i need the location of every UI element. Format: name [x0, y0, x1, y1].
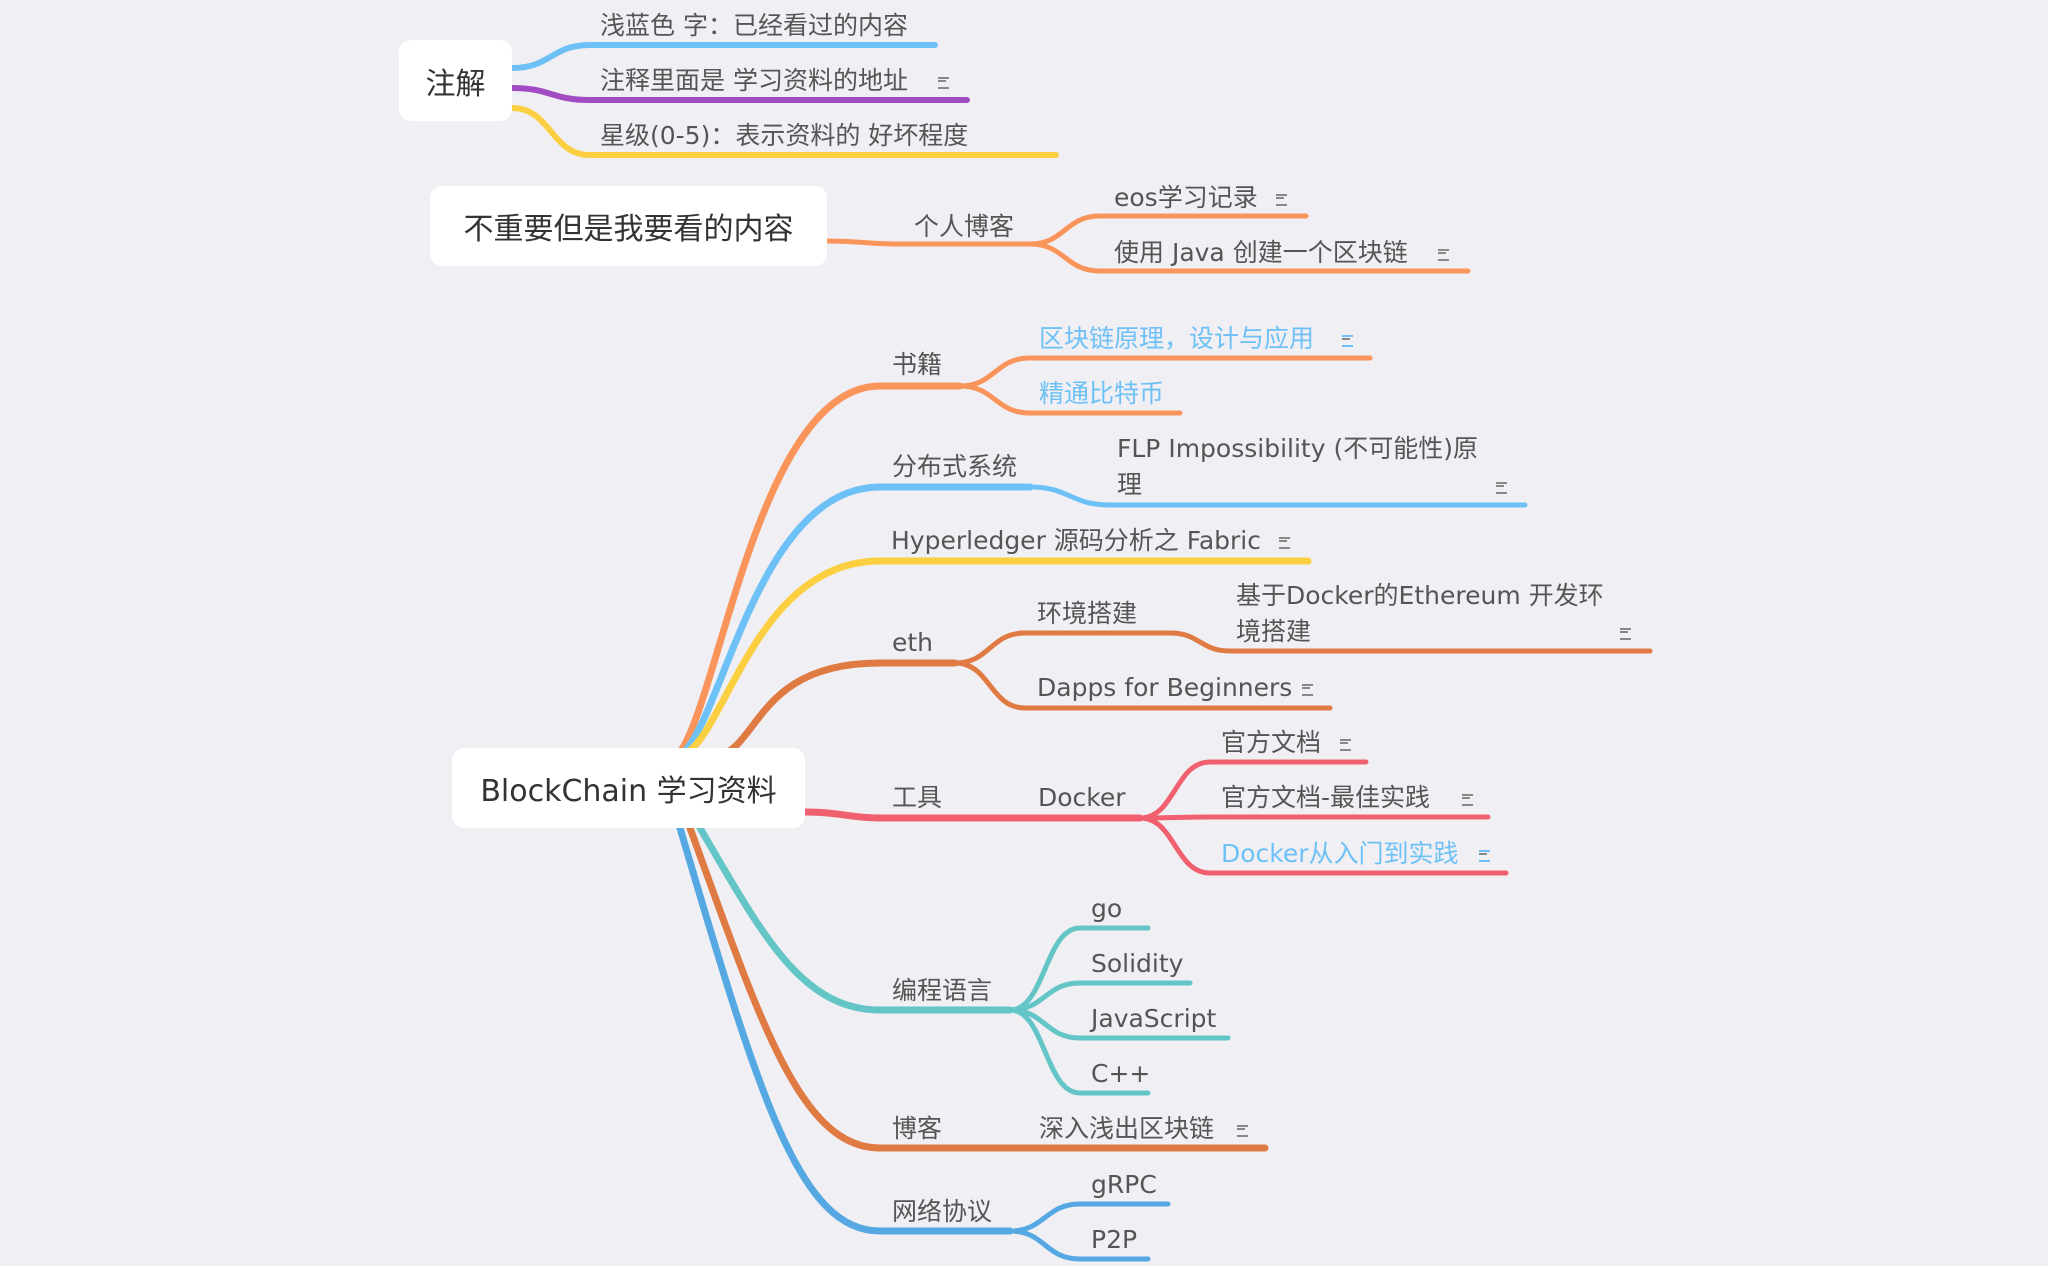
item-flp-impossibility[interactable]: FLP Impossibility (不可能性)原理	[1117, 434, 1478, 499]
link-net-grpc	[1007, 1201, 1171, 1234]
note-icon[interactable]	[1342, 335, 1353, 347]
legend-item-stars[interactable]: 星级(0-5)：表示资料的 好坏程度	[600, 121, 969, 150]
legend-link-stars	[509, 105, 1059, 158]
item-docker[interactable]: Docker	[1038, 783, 1126, 812]
branch-distributed-systems[interactable]: 分布式系统	[892, 452, 1018, 481]
branch-network-protocols[interactable]: 网络协议	[892, 1197, 993, 1226]
note-icon[interactable]	[1340, 739, 1351, 751]
item-eos-notes[interactable]: eos学习记录	[1114, 183, 1258, 212]
link-blog	[686, 824, 1269, 1152]
link-tools	[801, 808, 1144, 822]
link-eth-dapps	[952, 660, 1333, 711]
item-dapps-beginners[interactable]: Dapps for Beginners	[1037, 673, 1293, 702]
link-net-p2p	[1007, 1228, 1151, 1262]
item-go[interactable]: go	[1091, 894, 1123, 923]
branch-personal-blog[interactable]: 个人博客	[914, 212, 1015, 241]
item-env-setup[interactable]: 环境搭建	[1037, 599, 1138, 628]
link-books	[676, 382, 964, 756]
legend-link-notes	[509, 85, 970, 103]
item-blockchain-principles[interactable]: 区块链原理，设计与应用	[1039, 324, 1315, 353]
item-solidity[interactable]: Solidity	[1091, 949, 1184, 978]
legend-link-read	[509, 42, 938, 71]
legend-root[interactable]: 注解	[399, 40, 512, 121]
note-icon[interactable]	[938, 77, 949, 89]
note-icon[interactable]	[1479, 850, 1490, 862]
link-distributed-flp	[1027, 484, 1528, 508]
note-icon[interactable]	[1279, 537, 1290, 549]
branch-languages[interactable]: 编程语言	[892, 976, 993, 1005]
note-icon[interactable]	[1438, 249, 1449, 261]
extra-link-blog	[824, 238, 1033, 247]
item-cpp[interactable]: C++	[1091, 1059, 1151, 1088]
link-tools-intro	[1137, 815, 1509, 876]
branch-books[interactable]: 书籍	[892, 350, 943, 379]
link-network	[676, 824, 1014, 1235]
link-books-principles	[957, 355, 1373, 389]
item-mastering-bitcoin[interactable]: 精通比特币	[1039, 379, 1165, 408]
extra-root[interactable]: 不重要但是我要看的内容	[430, 186, 827, 266]
link-eth-env-docker	[1167, 630, 1653, 654]
link-distributed	[680, 483, 1034, 756]
branch-blog[interactable]: 博客	[892, 1114, 943, 1143]
note-icon[interactable]	[1462, 794, 1473, 806]
item-javascript[interactable]: JavaScript	[1091, 1004, 1217, 1033]
link-books-bitcoin	[957, 383, 1183, 416]
note-icon[interactable]	[1276, 194, 1287, 206]
note-icon[interactable]	[1496, 482, 1507, 494]
link-tools-docs	[1137, 759, 1369, 821]
branch-eth[interactable]: eth	[892, 628, 934, 657]
item-blockchain-explained[interactable]: 深入浅出区块链	[1039, 1114, 1215, 1143]
item-java-blockchain[interactable]: 使用 Java 创建一个区块链	[1114, 238, 1408, 267]
main-root[interactable]: BlockChain 学习资料	[452, 748, 805, 828]
legend-item-notes[interactable]: 注释里面是 学习资料的地址	[600, 66, 908, 95]
branch-hyperledger[interactable]: Hyperledger 源码分析之 Fabric	[891, 526, 1261, 555]
item-p2p[interactable]: P2P	[1091, 1225, 1138, 1254]
legend-item-read-color[interactable]: 浅蓝色 字：已经看过的内容	[600, 11, 908, 40]
note-icon[interactable]	[1237, 1125, 1248, 1137]
link-eth	[716, 659, 959, 760]
extra-link-java	[1027, 241, 1471, 274]
link-hyperledger	[684, 557, 1312, 756]
link-languages	[696, 824, 1014, 1014]
item-docker-intro-practice[interactable]: Docker从入门到实践	[1221, 839, 1459, 868]
link-lang-go	[1007, 925, 1151, 1013]
note-icon[interactable]	[1620, 628, 1631, 640]
item-grpc[interactable]: gRPC	[1091, 1170, 1157, 1199]
branch-tools[interactable]: 工具	[892, 783, 943, 812]
item-docker-official-docs[interactable]: 官方文档	[1221, 728, 1322, 757]
link-lang-cpp	[1007, 1007, 1151, 1096]
item-docker-best-practices[interactable]: 官方文档-最佳实践	[1221, 783, 1431, 812]
item-docker-ethereum[interactable]: 基于Docker的Ethereum 开发环境搭建	[1236, 581, 1604, 646]
note-icon[interactable]	[1302, 684, 1313, 696]
link-tools-best	[1137, 814, 1491, 821]
link-eth-env	[952, 630, 1173, 666]
